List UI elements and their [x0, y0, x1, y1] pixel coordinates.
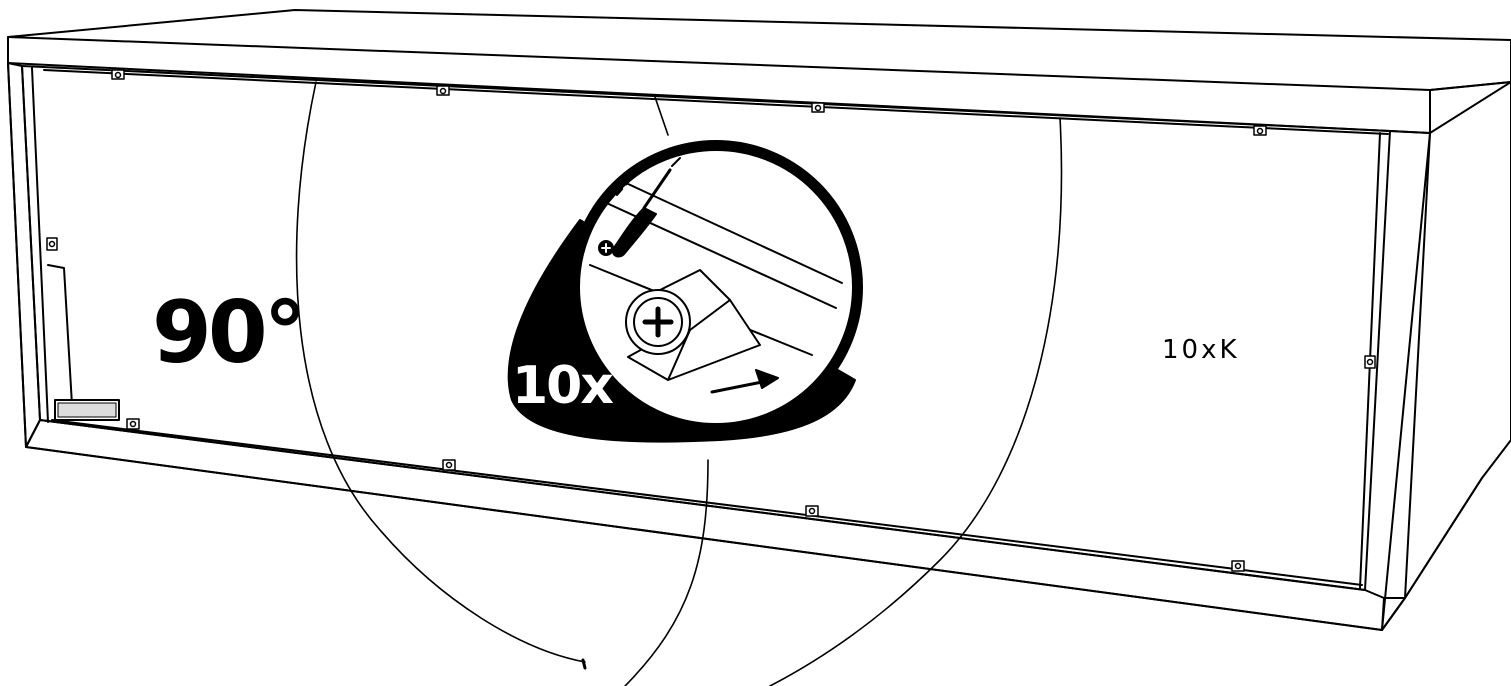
bracket-icon — [442, 459, 456, 471]
bracket-set — [46, 69, 1376, 572]
bracket-icon — [111, 69, 125, 80]
arrow-right-icon — [710, 369, 779, 394]
cabinet — [7, 9, 1511, 631]
phillips-screwdriver-icon — [598, 157, 681, 258]
rotation-arcs — [295, 81, 1063, 686]
bracket-icon — [46, 237, 58, 251]
detail-callout — [507, 140, 863, 443]
bracket-icon — [1231, 560, 1245, 572]
rotation-arc-center — [654, 96, 669, 136]
rotation-angle-label: 90° — [152, 283, 307, 383]
bracket-icon — [1253, 125, 1267, 136]
corner-bracket-screw-icon — [625, 269, 761, 381]
bracket-icon — [1364, 355, 1376, 369]
rotation-arc-right — [769, 117, 1063, 686]
part-count-label: 10xK — [1162, 335, 1240, 365]
cabinet-right-panel — [1381, 81, 1511, 631]
rotation-arc-left — [295, 81, 586, 663]
bracket-icon — [126, 418, 140, 430]
cabinet-top-panel — [7, 9, 1511, 134]
bracket-icon — [436, 85, 450, 96]
quantity-label: 10x — [512, 356, 614, 416]
bracket-icon — [805, 505, 819, 517]
bracket-icon — [811, 102, 825, 113]
